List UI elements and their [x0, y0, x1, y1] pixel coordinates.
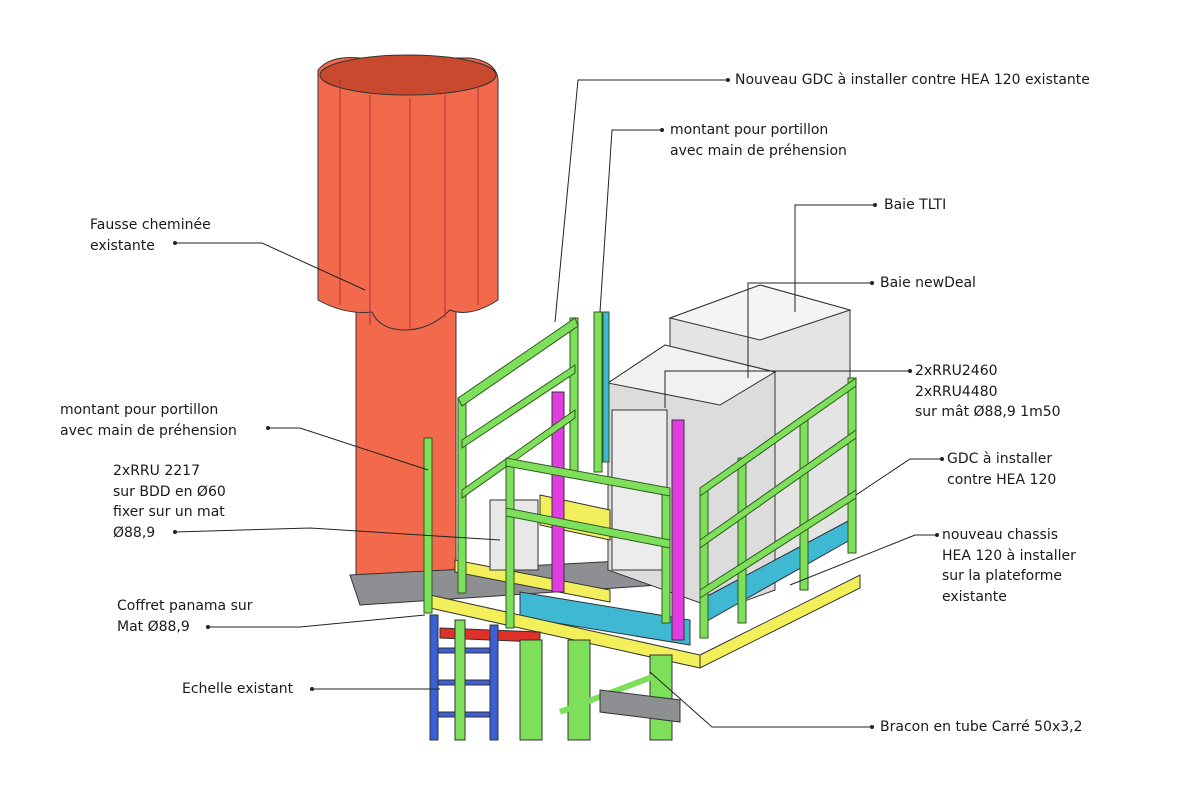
label-line: Echelle existant: [182, 681, 294, 697]
label-line: montant pour portillon: [670, 122, 829, 138]
cyan-beam: [519, 591, 691, 646]
magenta-mast: [551, 391, 565, 593]
label-gdc-hea: GDC à installer contre HEA 120: [947, 449, 1056, 490]
label-line: 2xRRU4480: [915, 383, 998, 400]
label-line: avec main de préhension: [670, 142, 847, 159]
label-line: Baie newDeal: [880, 275, 976, 291]
label-echelle: Echelle existant: [182, 679, 293, 700]
leader-lines: [174, 79, 942, 728]
label-montant-left: montant pour portillon avec main de préhe…: [60, 400, 237, 441]
label-line: Coffret panama sur: [117, 598, 253, 614]
railings: [423, 311, 857, 639]
label-rru-2217: 2xRRU 2217 sur BDD en Ø60 fixer sur un mat…: [113, 461, 226, 543]
chimney-top: [317, 57, 499, 331]
label-fausse-cheminee: Fausse cheminée existante: [90, 215, 211, 256]
label-line: existante: [90, 237, 155, 254]
label-baie-newdeal: Baie newDeal: [880, 273, 976, 294]
label-line: avec main de préhension: [60, 422, 237, 439]
label-line: 2xRRU 2217: [113, 463, 200, 479]
label-line: GDC à installer: [947, 451, 1053, 467]
label-bracon: Bracon en tube Carré 50x3,2: [880, 717, 1083, 738]
label-line: Nouveau GDC à installer contre HEA 120 e…: [735, 72, 1090, 88]
label-line: HEA 120 à installer: [942, 547, 1076, 564]
label-montant-top: montant pour portillon avec main de préhe…: [670, 120, 847, 161]
label-line: montant pour portillon: [60, 402, 219, 418]
label-line: sur BDD en Ø60: [113, 483, 226, 500]
label-line: 2xRRU2460: [915, 363, 998, 379]
label-line: Fausse cheminée: [90, 217, 211, 233]
support-column: [519, 639, 543, 741]
label-rru-mat: 2xRRU2460 2xRRU4480 sur mât Ø88,9 1m50: [915, 361, 1061, 423]
label-line: Baie TLTI: [884, 197, 947, 213]
label-baie-tlti: Baie TLTI: [884, 195, 946, 216]
label-line: sur mât Ø88,9 1m50: [915, 404, 1061, 420]
label-line: contre HEA 120: [947, 471, 1057, 488]
label-line: fixer sur un mat: [113, 504, 225, 520]
label-line: existante: [942, 588, 1007, 605]
label-nouveau-gdc: Nouveau GDC à installer contre HEA 120 e…: [735, 70, 1090, 91]
label-line: Ø88,9: [113, 524, 156, 541]
label-line: sur la plateforme: [942, 568, 1063, 584]
label-line: nouveau chassis: [942, 527, 1059, 543]
chimney-pipe: [355, 309, 457, 593]
label-line: Mat Ø88,9: [117, 618, 190, 635]
label-line: Bracon en tube Carré 50x3,2: [880, 719, 1083, 735]
